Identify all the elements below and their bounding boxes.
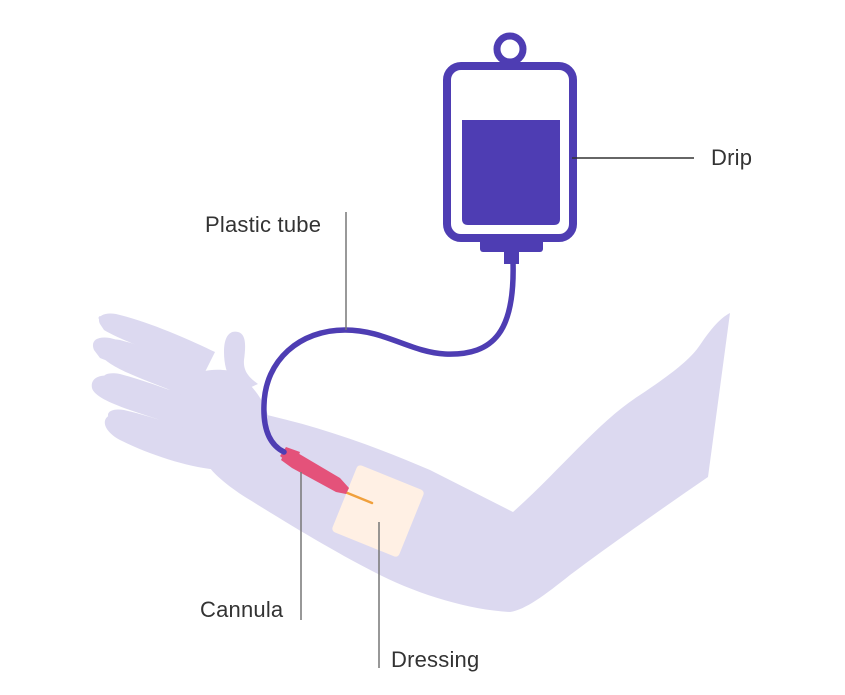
cannula-label: Cannula bbox=[200, 597, 284, 622]
dressing-label: Dressing bbox=[391, 647, 480, 672]
dressing-pad bbox=[332, 465, 424, 557]
needle bbox=[343, 490, 374, 505]
drip-label: Drip bbox=[711, 145, 753, 170]
iv-bag bbox=[443, 32, 577, 264]
leader-lines bbox=[300, 157, 694, 668]
plastic-tube bbox=[261, 259, 516, 455]
arm-illustration bbox=[91, 313, 730, 612]
plastic-tube-label: Plastic tube bbox=[205, 212, 322, 237]
